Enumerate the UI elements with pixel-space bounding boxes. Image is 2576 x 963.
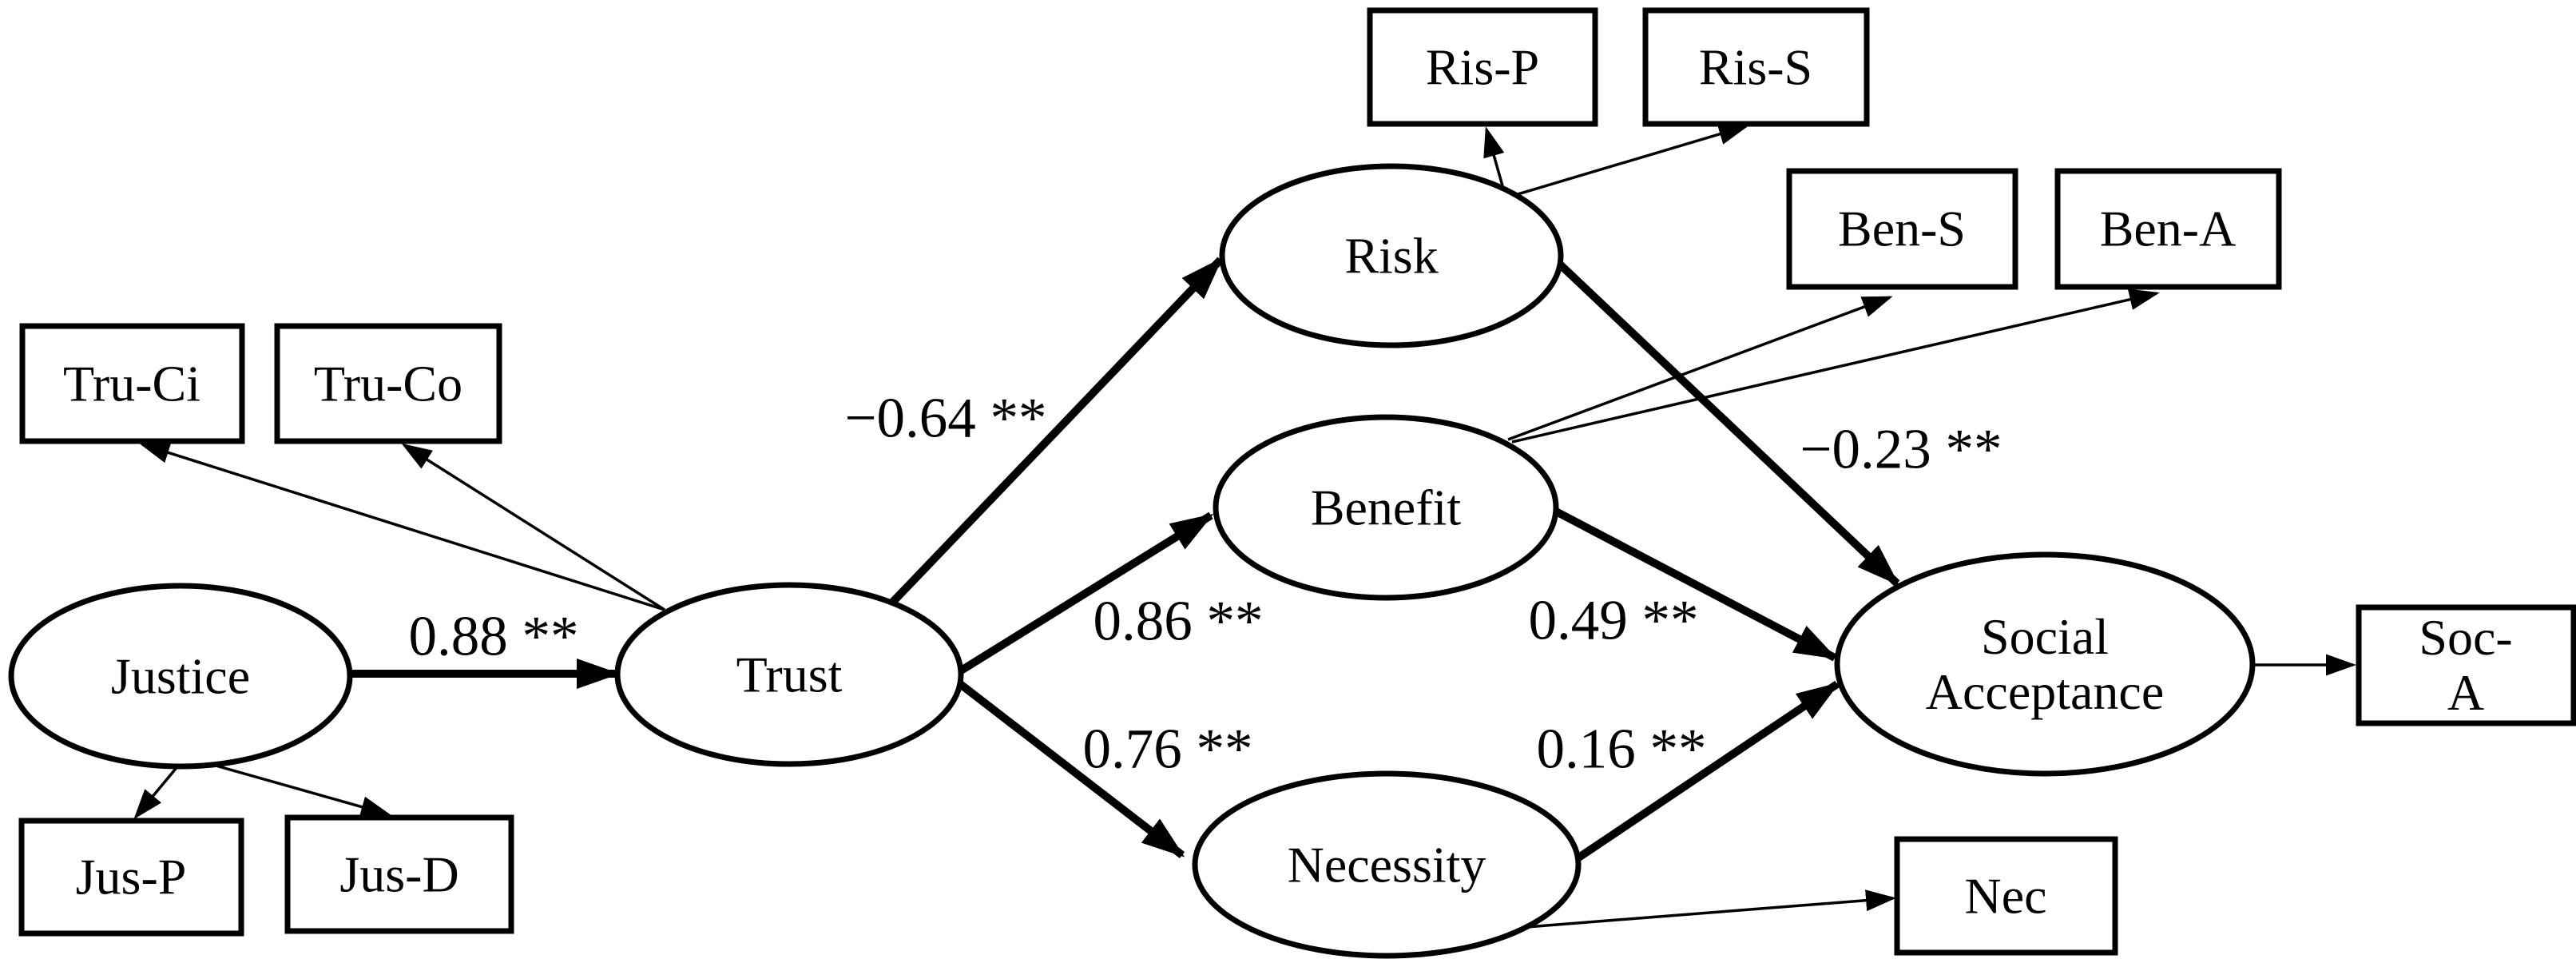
loading-justice-to-jus-p-arrow	[133, 763, 181, 820]
jus-d-box	[284, 814, 514, 934]
ben-s-box	[1786, 168, 2018, 290]
soc-a-box	[2356, 604, 2576, 726]
risk-ellipse	[1219, 163, 1564, 348]
coef-justice-trust: 0.88 **	[408, 605, 579, 668]
loading-trust-to-tru-co-arrow	[401, 443, 665, 611]
path-necessity-to-social-acceptance	[1573, 680, 1840, 864]
tru-co-box	[274, 323, 502, 444]
benefit-label: Benefit	[1310, 479, 1462, 536]
ris-s-box	[1642, 7, 1870, 127]
necessity-label: Necessity	[1287, 836, 1486, 893]
ris-p-box	[1367, 7, 1598, 127]
ben-s-label: Ben-S	[1838, 200, 1966, 257]
path-trust-to-risk	[889, 257, 1224, 606]
coef-necessity-social-acceptance: 0.16 **	[1536, 718, 1707, 781]
necessity-ellipse	[1192, 770, 1582, 959]
justice-label: Justice	[110, 647, 251, 705]
risk-label: Risk	[1344, 227, 1439, 285]
ris-s-label: Ris-S	[1698, 38, 1813, 96]
nec-box	[1894, 836, 2118, 956]
tru-ci-box	[19, 323, 245, 444]
coef-trust-benefit: 0.86 **	[1093, 590, 1264, 653]
social-acceptance-ellipse	[1834, 551, 2256, 777]
benefit-ellipse	[1213, 414, 1559, 601]
tru-ci-label: Tru-Ci	[63, 355, 200, 412]
path-trust-to-necessity	[953, 678, 1185, 858]
soc-a-label: Soc-A	[2419, 608, 2513, 721]
nec-label: Nec	[1964, 867, 2047, 925]
trust-label: Trust	[736, 646, 843, 703]
loading-trust-to-tru-ci-arrow	[139, 442, 665, 611]
loading-benefit-to-ben-a-arrow	[1511, 289, 2160, 444]
ben-a-label: Ben-A	[2099, 200, 2237, 257]
loading-necessity-to-nec-arrow	[1515, 889, 1896, 929]
coef-trust-risk: −0.64 **	[844, 387, 1047, 450]
loading-risk-to-ris-s-arrow	[1509, 123, 1749, 198]
loading-risk-to-ris-p-arrow	[1483, 126, 1506, 195]
path-risk-to-social-acceptance	[1554, 259, 1900, 587]
tru-co-label: Tru-Co	[313, 355, 463, 412]
loading-justice-to-jus-d-arrow	[204, 761, 391, 818]
jus-p-label: Jus-P	[75, 848, 187, 905]
coef-benefit-social-acceptance: 0.49 **	[1528, 589, 1699, 652]
ris-p-label: Ris-P	[1425, 38, 1540, 96]
coef-risk-social-acceptance: −0.23 **	[1800, 418, 2002, 481]
social-acceptance-label: Social Acceptance	[1925, 607, 2165, 720]
loading-benefit-to-ben-s-arrow	[1507, 296, 1893, 441]
justice-ellipse	[8, 583, 353, 770]
path-trust-to-benefit	[956, 511, 1214, 676]
ben-a-box	[2054, 168, 2282, 290]
path-benefit-to-social-acceptance	[1554, 507, 1838, 662]
jus-p-box	[18, 818, 244, 937]
jus-d-label: Jus-D	[339, 846, 459, 903]
trust-ellipse	[614, 582, 964, 767]
coef-trust-necessity: 0.76 **	[1082, 718, 1253, 781]
